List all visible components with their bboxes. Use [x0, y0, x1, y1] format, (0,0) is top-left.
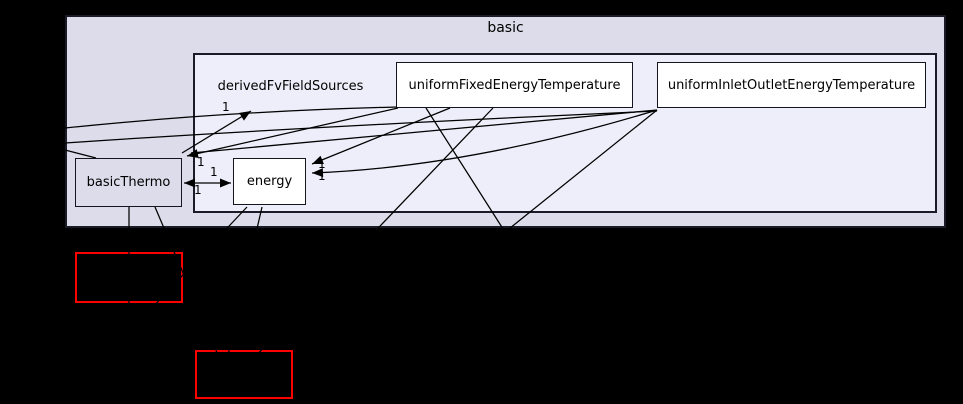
arrowhead-icon: [312, 168, 324, 178]
edge-line-12: [149, 206, 248, 311]
edge-line-6: [64, 106, 399, 129]
edge-multiplicity-label-1: 1: [197, 155, 205, 169]
arrowhead-icon: [312, 155, 324, 165]
edge-line-5: [311, 109, 658, 174]
edge-line-13: [227, 206, 263, 356]
edge-line-14: [154, 206, 219, 356]
edge-multiplicity-label-2: 1: [210, 165, 218, 179]
edge-line-3: [181, 110, 252, 154]
arrowhead-icon: [184, 178, 195, 188]
edge-multiplicity-label-5: 1: [318, 169, 326, 183]
node-energy[interactable]: energy: [233, 158, 306, 205]
external-node-2[interactable]: [195, 350, 293, 399]
edge-multiplicity-label-4: 1: [318, 157, 326, 171]
edge-line-11: [356, 109, 658, 352]
node-basicThermo[interactable]: basicThermo: [75, 158, 182, 207]
edge-line-7: [64, 110, 658, 144]
cluster-derivedFvFieldSources-label[interactable]: derivedFvFieldSources: [217, 79, 364, 94]
edge-line-1: [186, 107, 399, 157]
edge-line-2: [190, 109, 658, 154]
edge-line-9: [425, 107, 506, 233]
arrowhead-icon: [239, 111, 251, 121]
edge-line-8: [64, 149, 97, 159]
arrowhead-icon: [220, 178, 231, 188]
cluster-basic-label[interactable]: basic: [487, 20, 524, 36]
edge-multiplicity-label-0: 1: [222, 100, 230, 114]
node-uniformFixedEnergyTemperature[interactable]: uniformFixedEnergyTemperature: [396, 62, 633, 108]
arrowhead-icon: [187, 149, 199, 158]
edge-multiplicity-label-3: 1: [194, 183, 202, 197]
edge-line-4: [311, 107, 451, 165]
edge-line-10: [249, 107, 494, 363]
node-uniformInletOutletEnergyTemperature[interactable]: uniformInletOutletEnergyTemperature: [657, 62, 926, 108]
